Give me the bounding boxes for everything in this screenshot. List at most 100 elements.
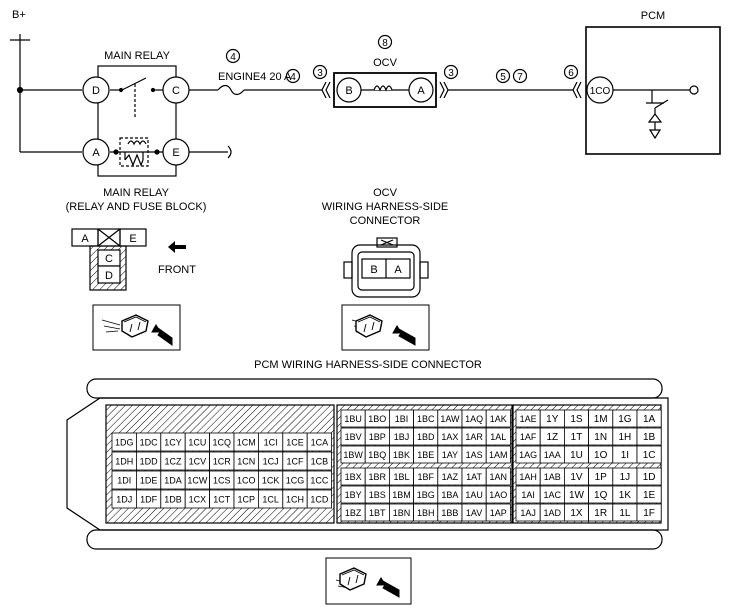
- pcm-pin-label: 1H: [619, 432, 632, 443]
- pcm-pin-label: 1AB: [544, 472, 561, 482]
- pcm-connector-top-rail: [86, 378, 663, 399]
- pcm-pin-label: 1BY: [345, 490, 362, 500]
- connector-mark: [439, 81, 449, 99]
- circle-num-4a: 4: [230, 52, 236, 63]
- probe-illustration: [341, 304, 430, 351]
- pcm-pin-label: 1P: [595, 472, 608, 483]
- pcm-pin-cell: [485, 409, 511, 428]
- pcm-pin-label: 1AL: [490, 432, 506, 442]
- pcm-pin-label: 1BX: [345, 472, 362, 482]
- pcm-pin-label: 1BS: [369, 490, 386, 500]
- pcm-pin-label: 1CK: [262, 476, 280, 486]
- pcm-pin-label: 1CN: [237, 457, 255, 467]
- svg-text:B: B: [370, 264, 377, 276]
- pcm-pin-label: 1AV: [466, 508, 482, 518]
- relay-switch: [121, 77, 147, 91]
- pcm-pin-label: 1CA: [311, 438, 329, 448]
- pcm-pin-label: 1AN: [490, 472, 508, 482]
- pcm-pin-label: 1AM: [489, 450, 508, 460]
- pcm-pin-label: 1AA: [544, 450, 561, 460]
- ocv-caption-3: CONNECTOR: [350, 215, 421, 227]
- pcm-pin-label: 1AE: [520, 414, 537, 424]
- main-relay-box: [97, 65, 177, 177]
- front-label: FRONT: [158, 264, 196, 276]
- transistor: [647, 113, 663, 123]
- bplus-label: B+: [12, 9, 26, 21]
- pcm-pin-label: 1BE: [417, 450, 434, 460]
- circle-num-3b: 3: [448, 68, 454, 79]
- relay-pin-a: [82, 138, 110, 166]
- ocv-box: [333, 72, 437, 108]
- pcm-pin-cell: [485, 485, 511, 504]
- circle-num-3a: 3: [317, 68, 323, 79]
- pcm-pin-label: 1BV: [345, 432, 362, 442]
- pcm-pin-label: 1AU: [465, 490, 483, 500]
- pcm-pin-cell: [636, 467, 662, 486]
- ocv-caption-2: WIRING HARNESS-SIDE: [322, 201, 449, 213]
- svg-text:A: A: [92, 147, 100, 159]
- pcm-title: PCM: [641, 10, 665, 22]
- pcm-pin-cell: [636, 485, 662, 504]
- relay-pin-d: [82, 76, 110, 104]
- circle-num-6: 6: [568, 68, 574, 79]
- pcm-pin-label: 1CF: [286, 457, 304, 467]
- relay-coil-box: [119, 137, 149, 167]
- pcm-pin-label: 1BZ: [345, 508, 362, 518]
- pcm-pin-label: 1Q: [594, 490, 608, 501]
- pcm-pin-label: 1G: [618, 414, 632, 425]
- pcm-pin-label: 1BJ: [394, 432, 410, 442]
- pcm-pin-label: 1R: [594, 508, 607, 519]
- pcm-pin-label: 1BK: [393, 450, 410, 460]
- pcm-pin-label: 1C: [643, 450, 656, 461]
- pcm-pin-label: 1N: [594, 432, 607, 443]
- circuit-schematic: B+ MAIN RELAY D C A E: [10, 9, 721, 177]
- pcm-pin-label: 1S: [570, 414, 583, 425]
- pcm-pin-label: 1AD: [544, 508, 562, 518]
- pcm-pin-label: 1CB: [311, 457, 329, 467]
- pcm-pin-label: 1DI: [117, 476, 131, 486]
- pcm-pin-label: 1DB: [164, 495, 182, 505]
- main-relay-caption-1: MAIN RELAY: [103, 187, 169, 199]
- pcm-pin-label: 1Y: [546, 414, 559, 425]
- pcm-connector-bottom-rail: [86, 529, 663, 550]
- pcm-pin-label: 1CE: [286, 438, 304, 448]
- pcm-pin-label: 1BB: [441, 508, 458, 518]
- pcm-pin-label: 1CJ: [263, 457, 279, 467]
- pcm-pin-label: 1DD: [140, 457, 159, 467]
- svg-text:A: A: [394, 264, 402, 276]
- pcm-pin-label: 1AF: [520, 432, 537, 442]
- pcm-pin-label: 1U: [570, 450, 583, 461]
- probe-illustration: [92, 304, 181, 351]
- pcm-connector-title: PCM WIRING HARNESS-SIDE CONNECTOR: [254, 359, 482, 371]
- pcm-pin-label: 1BA: [441, 490, 458, 500]
- wire-break: [227, 145, 232, 159]
- pcm-pin-label: 1BG: [417, 490, 435, 500]
- svg-text:D: D: [105, 270, 113, 282]
- svg-text:A: A: [81, 233, 89, 245]
- pcm-pin-label: 1CV: [189, 457, 207, 467]
- pcm-pin-label: 1BP: [369, 432, 386, 442]
- pcm-pin-label: 1CD: [310, 495, 329, 505]
- pcm-pin-label: 1CU: [188, 438, 206, 448]
- pcm-pin-label: 1AZ: [442, 472, 459, 482]
- ocv-coil: [373, 85, 393, 92]
- pcm-pin-cell: [485, 445, 511, 464]
- circle-num-4b: 4: [290, 72, 296, 83]
- pcm-pin-label: 1AR: [465, 432, 483, 442]
- pcm-pin-cell: [306, 432, 333, 452]
- pcm-pin-label: 1DC: [140, 438, 159, 448]
- pcm-pin-label: 1D: [643, 472, 656, 483]
- pcm-pin-label: 1BO: [368, 414, 386, 424]
- svg-text:1CO: 1CO: [590, 86, 611, 97]
- pcm-pin-label: 1AH: [519, 472, 537, 482]
- pcm-pin-label: 1AC: [544, 490, 562, 500]
- pcm-pin-label: 1K: [619, 490, 632, 501]
- circle-num-8: 8: [382, 38, 388, 49]
- circle-num-5: 5: [500, 72, 506, 83]
- pcm-pin-label: 1BM: [392, 490, 411, 500]
- pcm-pin-label: 1E: [643, 490, 656, 501]
- ocv-caption-1: OCV: [373, 187, 398, 199]
- svg-text:E: E: [129, 233, 136, 245]
